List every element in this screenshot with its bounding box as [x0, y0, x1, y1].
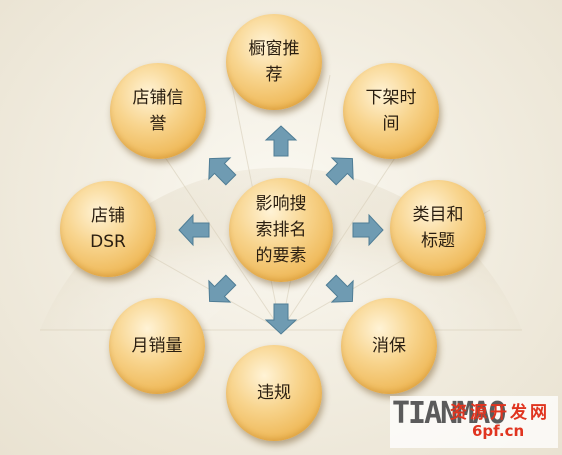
node-bottom: 违规 [226, 345, 322, 441]
watermark: TIANMAO 资源开发网 6pf.cn [390, 396, 558, 448]
node-right: 类目和 标题 [390, 180, 486, 276]
watermark-cn-text: 资源开发网 [450, 403, 550, 423]
node-left: 店铺 DSR [60, 181, 156, 277]
watermark-url: 6pf.cn [472, 422, 525, 440]
node-top: 橱窗推 荐 [226, 14, 322, 110]
node-bottom-left: 月销量 [109, 298, 205, 394]
node-bottom-right: 消保 [341, 298, 437, 394]
center-node: 影响搜 索排名 的要素 [229, 178, 333, 282]
watermark-brand: TIANMAO [392, 396, 506, 431]
node-top-left: 店铺信 誉 [110, 63, 206, 159]
node-top-right: 下架时 间 [343, 63, 439, 159]
